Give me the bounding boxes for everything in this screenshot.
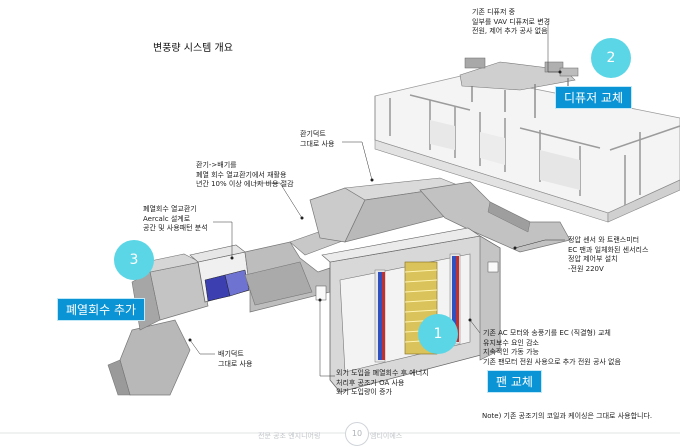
exhaust-duct-note: 환기덕트 그대로 사용 xyxy=(300,130,334,149)
duct-system xyxy=(107,177,571,396)
leader-lines xyxy=(189,24,565,377)
fan-note-line: 기존 AC 모터와 송풍기를 EC (직결형) 교체 xyxy=(483,329,611,337)
aercalc-note: 폐열회수 열교환기 Aercalc 설계로 공간 및 사용패턴 분석 xyxy=(143,205,208,234)
exhaust-duct-bottom-line: 그대로 사용 xyxy=(218,359,253,368)
exhaust-duct-bottom-note: 배기덕트 그대로 사용 xyxy=(218,350,252,369)
aercalc-note-line: 폐열회수 열교환기 xyxy=(143,205,197,213)
outdoor-air-note: 외기 도입을 폐열회수 후 에너지 처리후 공조기 OA 사용 외기 도입량이 … xyxy=(336,369,429,398)
sensor-note-line: -전원 220V xyxy=(568,264,604,273)
diffuser-note-line: 전원, 제어 추가 공사 없음 xyxy=(472,27,548,35)
page-title: 변풍량 시스템 개요 xyxy=(153,43,233,54)
callout-label-heat-recovery: 폐열회수 추가 xyxy=(57,298,146,321)
fan-note-line: 기존 팬모터 전원 사용으로 추가 전원 공사 없음 xyxy=(483,357,621,366)
air-handling-unit xyxy=(315,227,501,393)
building-floorplan xyxy=(374,57,680,223)
diffuser-note-line: 일부를 VAV 디퓨저로 변경 xyxy=(472,17,551,26)
heat-recovery-note-line: 년간 10% 이상 에너지 비용 절감 xyxy=(196,180,294,188)
aercalc-note-line: Aercalc 설계로 xyxy=(143,214,191,223)
leader-dots xyxy=(188,70,562,342)
exhaust-duct-note-line: 그대로 사용 xyxy=(300,139,335,148)
sensor-note-line: 정압 센서 와 트랜스미터 xyxy=(568,236,640,244)
exhaust-duct-note-line: 환기덕트 xyxy=(300,130,326,138)
footer-company-left: 전문 공조 엔지니어링 xyxy=(258,432,321,440)
callout-number-2: 2 xyxy=(591,38,631,78)
outdoor-air-note-line: 외기 도입을 폐열회수 후 에너지 xyxy=(336,369,429,377)
footer-company-right: 엠티이에스 xyxy=(370,432,403,440)
page-number: 10 xyxy=(345,422,369,446)
sensor-note-line: EC 팬과 일체화된 센서리스 xyxy=(568,245,649,254)
callout-label-fan: 팬 교체 xyxy=(487,370,542,393)
sensor-note-line: 정압 제어부 설치 xyxy=(568,255,618,263)
heat-recovery-note: 환기->배기를 폐열 회수 열교환기에서 재활용 년간 10% 이상 에너지 비… xyxy=(196,161,294,190)
footnote: Note) 기존 공조기의 코일과 케이싱은 그대로 사용합니다. xyxy=(482,412,653,420)
callout-number-1: 1 xyxy=(418,314,458,354)
fan-note-line: 유지보수 요인 감소 xyxy=(483,338,539,347)
diffuser-note-line: 기존 디퓨저 중 xyxy=(472,8,516,16)
fan-note-line: 지속적인 가동 가능 xyxy=(483,348,539,356)
fan-note: 기존 AC 모터와 송풍기를 EC (직결형) 교체 유지보수 요인 감소 지속… xyxy=(483,329,621,367)
outdoor-air-note-line: 처리후 공조기 OA 사용 xyxy=(336,378,405,387)
diffuser-note: 기존 디퓨저 중 일부를 VAV 디퓨저로 변경 전원, 제어 추가 공사 없음 xyxy=(472,8,550,37)
callout-label-diffuser: 디퓨저 교체 xyxy=(555,86,633,109)
heat-recovery-note-line: 폐열 회수 열교환기에서 재활용 xyxy=(196,170,287,179)
callout-number-3: 3 xyxy=(114,240,154,280)
exhaust-duct-bottom-line: 배기덕트 xyxy=(218,350,244,358)
heat-recovery-note-line: 환기->배기를 xyxy=(196,161,237,169)
sensor-note: 정압 센서 와 트랜스미터 EC 팬과 일체화된 센서리스 정압 제어부 설치 … xyxy=(568,236,648,274)
aercalc-note-line: 공간 및 사용패턴 분석 xyxy=(143,224,208,232)
outdoor-air-note-line: 외기 도입량이 증가 xyxy=(336,388,392,396)
